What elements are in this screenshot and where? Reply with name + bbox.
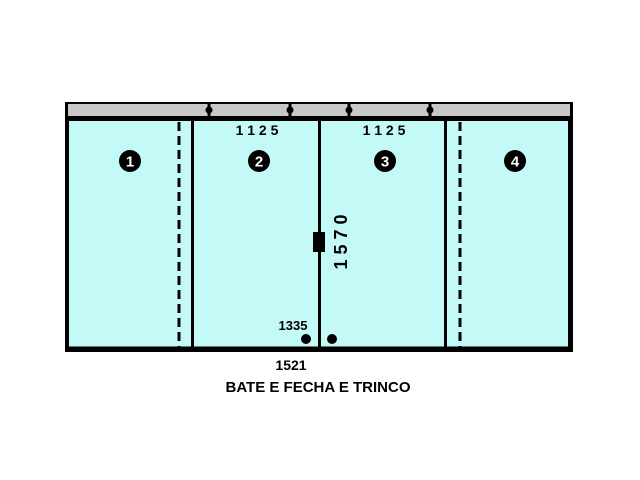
top-rail bbox=[68, 104, 570, 116]
svg-text:4: 4 bbox=[511, 154, 520, 171]
svg-text:1: 1 bbox=[126, 154, 134, 171]
panel-badge-4: 4 bbox=[504, 150, 526, 172]
rail-screws bbox=[205, 104, 434, 116]
rail-screw bbox=[205, 104, 213, 116]
diagram-caption: BATE E FECHA E TRINCO bbox=[225, 379, 410, 396]
panel2-width-label: 1 1 2 5 bbox=[236, 122, 279, 138]
rail-screw bbox=[345, 104, 353, 116]
bottom-mark-label: 1521 bbox=[275, 357, 306, 373]
panel-badge-1: 1 bbox=[119, 150, 141, 172]
floor-bolt-dot-left bbox=[301, 334, 311, 344]
panel3-width-label: 1 1 2 5 bbox=[363, 122, 406, 138]
lock-height-label: 1335 bbox=[279, 318, 308, 333]
floor-bolt-dot-right bbox=[327, 334, 337, 344]
svg-text:2: 2 bbox=[255, 154, 263, 171]
panel-badge-3: 3 bbox=[374, 150, 396, 172]
handle-block bbox=[313, 232, 325, 252]
panel-badge-2: 2 bbox=[248, 150, 270, 172]
svg-text:3: 3 bbox=[381, 154, 389, 171]
rail-screw bbox=[286, 104, 294, 116]
height-label: 1 5 7 0 bbox=[331, 214, 351, 269]
rail-screw bbox=[426, 104, 434, 116]
